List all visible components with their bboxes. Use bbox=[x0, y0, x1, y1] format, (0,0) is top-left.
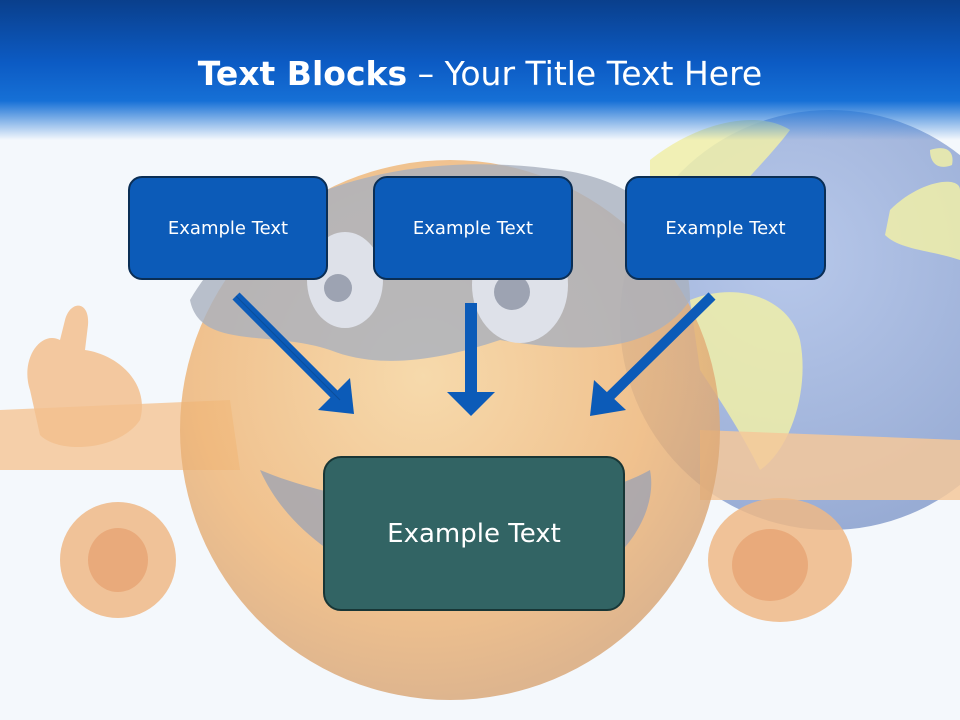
arrow-left bbox=[232, 292, 354, 414]
text-block-3-label: Example Text bbox=[665, 217, 786, 239]
text-block-2: Example Text bbox=[373, 176, 573, 280]
slide-title-bold: Text Blocks bbox=[197, 54, 408, 93]
slide-title-dash: – bbox=[407, 54, 445, 93]
main-text-block: Example Text bbox=[323, 456, 625, 611]
text-block-3: Example Text bbox=[625, 176, 826, 280]
text-block-1-label: Example Text bbox=[167, 217, 289, 239]
slide-title-rest: Your Title Text Here bbox=[444, 54, 763, 93]
text-block-2-label: Example Text bbox=[412, 217, 534, 239]
text-block-1: Example Text bbox=[128, 176, 328, 280]
main-text-block-label: Example Text bbox=[387, 518, 561, 549]
slide-title: Text Blocks – Your Title Text Here bbox=[0, 54, 960, 93]
arrow-right bbox=[590, 292, 716, 416]
arrow-center bbox=[447, 303, 495, 416]
title-bar bbox=[0, 0, 960, 140]
